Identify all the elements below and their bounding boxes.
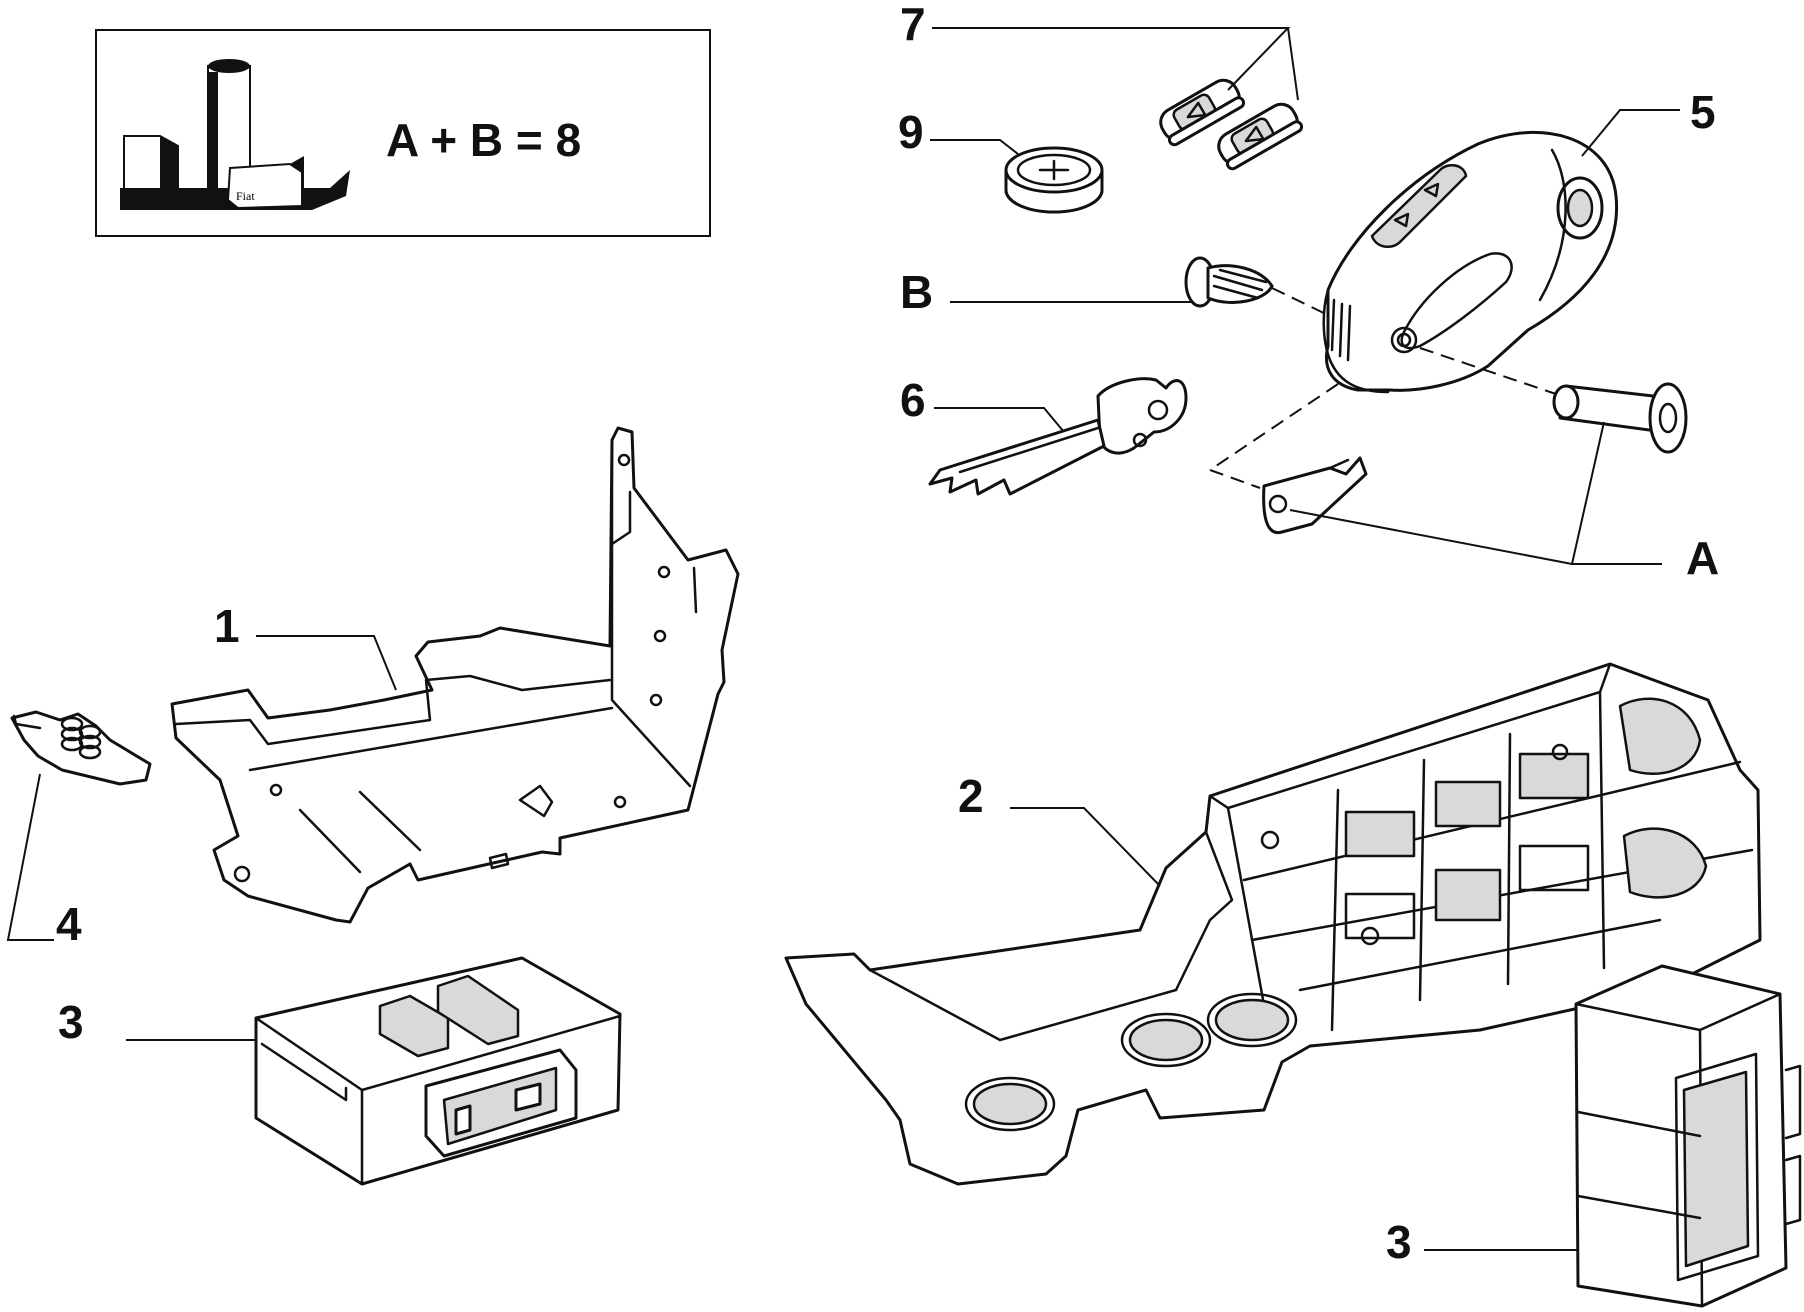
part-7-buttons [1159,78,1304,171]
packaging-icon: Fiat [120,59,350,210]
part-9-battery [1004,146,1104,214]
callout-labels: 7 9 5 B 6 A 1 4 2 3 3 [56,0,1719,1268]
callout-6: 6 [900,374,926,426]
callout-7: 7 [900,0,926,50]
part-4-spring-clip [10,710,152,786]
callout-9: 9 [898,106,924,158]
callout-1: 1 [214,600,240,652]
part-3-module-left [254,956,622,1186]
callout-2: 2 [958,770,984,822]
callout-B: B [900,266,933,318]
part-3-module-right [1574,964,1802,1308]
logo-text: Fiat [236,189,255,203]
callout-A: A [1686,532,1719,584]
legend-box: Fiat A + B = 8 [95,29,711,237]
callout-4: 4 [56,898,82,950]
part-B-fastener [1184,256,1274,308]
part-2-console [784,662,1762,1186]
leader-lines [6,27,1680,1251]
part-A-clip [1262,456,1368,535]
part-5-remote-housing [1322,131,1619,394]
assembly-lines [1209,287,1557,489]
callout-5: 5 [1690,86,1716,138]
part-A-pin [1552,382,1688,454]
callout-3-left: 3 [58,996,84,1048]
formula-text: A + B = 8 [386,114,581,166]
callout-3-right: 3 [1386,1216,1412,1268]
part-6-key [928,377,1188,496]
part-1-bracket [170,426,740,924]
